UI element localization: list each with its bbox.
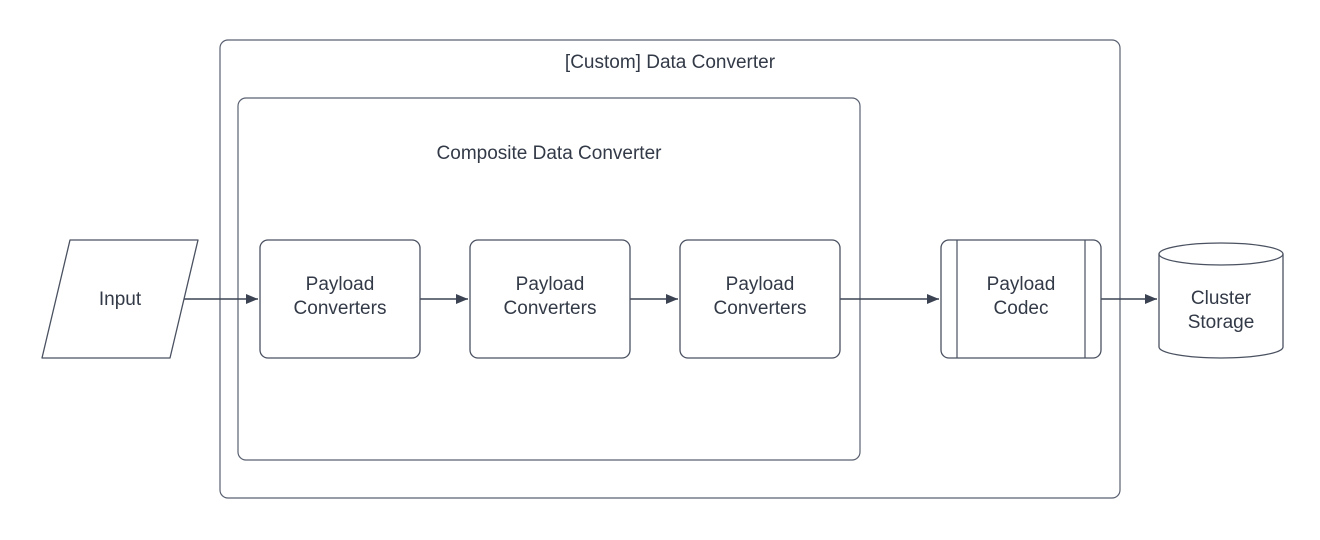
input-node: Input bbox=[41, 239, 199, 359]
input-label: Input bbox=[99, 289, 142, 310]
payload-converters-1-label-line2: Converters bbox=[294, 298, 387, 319]
payload-converters-3-shape bbox=[679, 239, 841, 359]
payload-converters-1-label-line1: Payload bbox=[306, 274, 375, 295]
cluster-storage-label-line2: Storage bbox=[1188, 312, 1255, 333]
payload-codec-node: Payload Codec bbox=[940, 239, 1102, 359]
custom-data-converter-title: [Custom] Data Converter bbox=[565, 52, 776, 73]
payload-codec-shape bbox=[940, 239, 1102, 359]
cluster-storage-node: Cluster Storage bbox=[1158, 242, 1284, 359]
payload-codec-side-bars bbox=[956, 240, 1086, 358]
payload-converters-3-label-line1: Payload bbox=[726, 274, 795, 295]
cluster-storage-cylinder-lid bbox=[1158, 253, 1284, 266]
cluster-storage-cylinder bbox=[1158, 242, 1284, 359]
payload-codec-label-line1: Payload bbox=[987, 274, 1056, 295]
payload-converters-2-node: Payload Converters bbox=[469, 239, 631, 359]
payload-converters-3-label-line2: Converters bbox=[714, 298, 807, 319]
payload-converters-2-label-line2: Converters bbox=[504, 298, 597, 319]
payload-converters-3-node: Payload Converters bbox=[679, 239, 841, 359]
payload-converters-2-shape bbox=[469, 239, 631, 359]
composite-data-converter-title: Composite Data Converter bbox=[437, 143, 663, 164]
input-shape bbox=[41, 239, 199, 359]
payload-converters-2-label-line1: Payload bbox=[516, 274, 585, 295]
payload-converters-1-shape bbox=[259, 239, 421, 359]
payload-codec-label-line2: Codec bbox=[994, 298, 1049, 319]
payload-converters-1-node: Payload Converters bbox=[259, 239, 421, 359]
cluster-storage-label-line1: Cluster bbox=[1191, 288, 1252, 309]
